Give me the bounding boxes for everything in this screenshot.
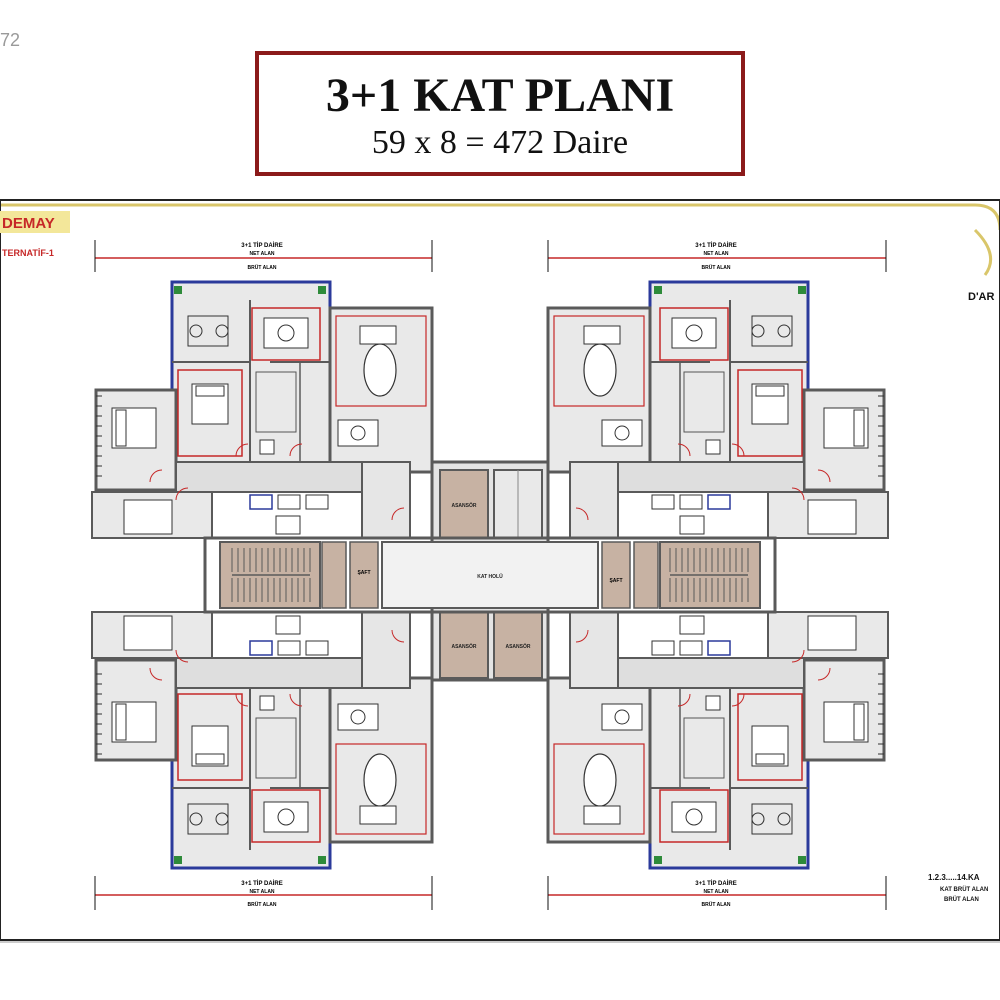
central-core	[203, 460, 777, 682]
dim-label-net: NET ALAN	[249, 251, 274, 257]
dim-label-gross: BRÜT ALAN	[702, 901, 731, 908]
page-number: 72	[0, 30, 21, 50]
hall-label: KAT HOLÜ	[477, 573, 503, 580]
page-title: 3+1 KAT PLANI	[325, 69, 675, 122]
floor-note-1: 1.2.3.....14.KA	[928, 873, 980, 882]
elevator-left-top	[439, 469, 489, 539]
shaft-label: ŞAFT	[357, 570, 370, 576]
dim-label-gross: BRÜT ALAN	[248, 264, 277, 271]
corridor-frame	[203, 536, 777, 614]
floor-note-2: KAT BRÜT ALAN	[940, 886, 988, 893]
apartment-quadrants	[91, 280, 889, 870]
elevator-label: ASANSÖR	[451, 502, 476, 509]
dim-label-gross: BRÜT ALAN	[702, 264, 731, 271]
dimension-bottom-left	[94, 876, 433, 910]
dim-label-net: NET ALAN	[703, 889, 728, 895]
dim-label-unit: 3+1 TİP DAİRE	[695, 242, 736, 249]
dimension-top-left	[94, 240, 433, 272]
alternative-label: TERNATİF-1	[2, 248, 54, 258]
dimension-top-right	[547, 240, 887, 272]
floor-hall	[381, 541, 599, 609]
brand-badge	[0, 211, 70, 233]
elevator-label: ASANSÖR	[451, 643, 476, 650]
stair-right	[601, 541, 761, 609]
elevator-right-bottom	[493, 611, 543, 679]
elevator-label: ASANSÖR	[505, 643, 530, 650]
dim-label-unit: 3+1 TİP DAİRE	[241, 242, 282, 249]
right-tag: D'AR	[968, 291, 995, 303]
stair-left	[219, 541, 379, 609]
brand-text: DEMAY	[2, 215, 55, 232]
dim-label-net: NET ALAN	[703, 251, 728, 257]
dim-label-gross: BRÜT ALAN	[248, 901, 277, 908]
dimension-bottom-right	[547, 876, 887, 910]
dim-label-unit: 3+1 TİP DAİRE	[241, 880, 282, 887]
dim-label-net: NET ALAN	[249, 889, 274, 895]
floor-note-3: BRÜT ALAN	[944, 896, 979, 903]
title-box: 3+1 KAT PLANI 59 x 8 = 472 Daire	[255, 51, 745, 176]
page-subtitle: 59 x 8 = 472 Daire	[371, 124, 629, 161]
elevator-left-bottom	[439, 611, 489, 679]
shaft-label: ŞAFT	[609, 578, 622, 584]
dim-label-unit: 3+1 TİP DAİRE	[695, 880, 736, 887]
